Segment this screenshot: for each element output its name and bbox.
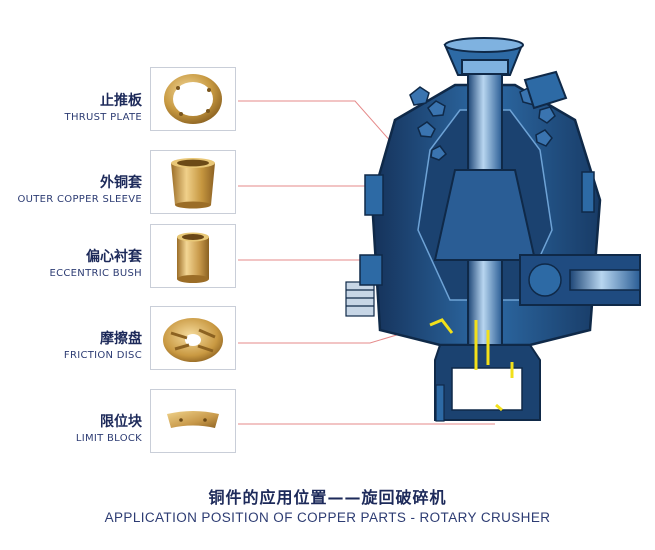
pinion-shaft: [569, 269, 641, 291]
thrust-plate-cn: 止推板: [100, 93, 142, 109]
eccentric-bush-thumbnail: [150, 224, 236, 288]
label-friction-disc: 摩擦盘 FRICTION DISC: [0, 330, 142, 364]
outer-sleeve-en: OUTER COPPER SLEEVE: [17, 194, 142, 205]
rock-pieces: [409, 85, 556, 161]
copper-part-highlights: [429, 318, 514, 412]
rotary-crusher-diagram: [238, 37, 641, 425]
highlight-limit-block: [495, 403, 503, 412]
friction-disc-icon: [163, 318, 223, 362]
label-limit-block: 限位块 LIMIT BLOCK: [0, 413, 142, 447]
friction-disc-en: FRICTION DISC: [63, 350, 142, 361]
highlight-friction-disc: [429, 318, 454, 334]
side-spring: [345, 281, 375, 317]
outer-sleeve-icon: [171, 158, 215, 209]
eccentric-bush-icon: [177, 232, 209, 283]
eccentric-bush-en: ECCENTRIC BUSH: [49, 268, 142, 279]
friction-disc-cn: 摩擦盘: [100, 331, 142, 347]
label-eccentric-bush: 偏心衬套 ECCENTRIC BUSH: [0, 248, 143, 282]
caption-english: APPLICATION POSITION OF COPPER PARTS - R…: [104, 510, 551, 525]
feeder-box: [523, 70, 568, 110]
leader-thrust-plate: [238, 100, 401, 153]
outer-sleeve-cn: 外铜套: [100, 175, 142, 191]
outer-sleeve-thumbnail: [150, 150, 236, 214]
thrust-plate-thumbnail: [150, 67, 236, 131]
thrust-plate-icon: [164, 74, 222, 124]
limit-block-thumbnail: [150, 389, 236, 453]
limit-block-icon: [167, 411, 219, 428]
eccentric-bush-cn: 偏心衬套: [86, 249, 142, 265]
bottom-opening: [451, 367, 523, 411]
limit-block-en: LIMIT BLOCK: [75, 433, 142, 444]
label-thrust-plate: 止推板 THRUST PLATE: [0, 92, 142, 126]
friction-disc-thumbnail: [150, 306, 236, 370]
limit-block-cn: 限位块: [100, 414, 142, 430]
thrust-plate-en: THRUST PLATE: [64, 112, 142, 123]
caption-chinese: 铜件的应用位置——旋回破碎机: [208, 488, 447, 507]
label-outer-copper-sleeve: 外铜套 OUTER COPPER SLEEVE: [0, 174, 142, 208]
